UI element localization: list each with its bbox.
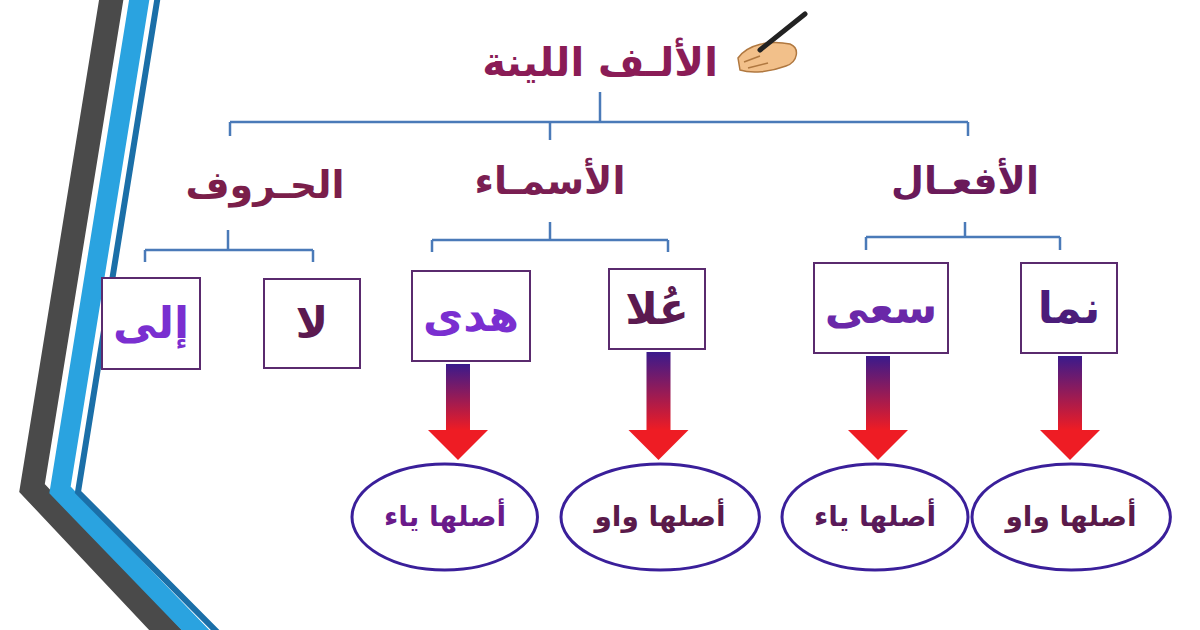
oval-shape <box>352 464 537 570</box>
origin-text: أصلها واو <box>1005 500 1136 534</box>
oval-shape <box>972 464 1170 570</box>
down-arrow <box>629 352 689 460</box>
category-label: الأسمـاء <box>475 159 626 205</box>
arrow-shaft <box>647 352 671 430</box>
arrow-head <box>848 430 908 460</box>
tree-bracket <box>145 92 1060 262</box>
origin-oval: أصلها ياء <box>350 462 539 572</box>
origin-text: أصلها ياء <box>814 500 936 534</box>
word-text: إلى <box>113 297 189 350</box>
down-arrow <box>1040 356 1100 460</box>
word-text: هدى <box>423 290 519 343</box>
arrow-shaft <box>1058 356 1082 430</box>
diagram-title: الألـف اللينة <box>482 38 718 86</box>
arrow-head <box>428 430 488 460</box>
arrow-shaft <box>446 364 470 430</box>
word-box: هدى <box>411 270 531 362</box>
category-label: الأفعـال <box>891 159 1039 205</box>
arrow-head <box>1040 430 1100 460</box>
word-text: لا <box>296 297 329 350</box>
word-text: نما <box>1038 282 1101 335</box>
oval-shape <box>782 464 968 570</box>
word-box: إلى <box>101 277 201 370</box>
word-box: نما <box>1020 262 1118 354</box>
arrow-head <box>629 430 689 460</box>
side-stripe <box>78 0 225 630</box>
down-arrow <box>428 364 488 460</box>
word-text: عُلا <box>625 283 688 336</box>
hand-pen-icon <box>738 14 805 72</box>
origin-text: أصلها واو <box>594 500 725 534</box>
arrow-shaft <box>866 356 890 430</box>
word-box: لا <box>263 278 361 369</box>
word-box: سعى <box>813 262 950 354</box>
category-label: الحـروف <box>185 163 344 209</box>
word-text: سعى <box>825 282 938 335</box>
origin-text: أصلها ياء <box>384 500 506 534</box>
oval-shape <box>561 464 759 570</box>
origin-oval: أصلها واو <box>970 462 1172 572</box>
side-stripe <box>60 0 205 630</box>
origin-oval: أصلها واو <box>559 462 761 572</box>
down-arrow <box>848 356 908 460</box>
word-box: عُلا <box>608 268 706 350</box>
origin-oval: أصلها ياء <box>780 462 970 572</box>
